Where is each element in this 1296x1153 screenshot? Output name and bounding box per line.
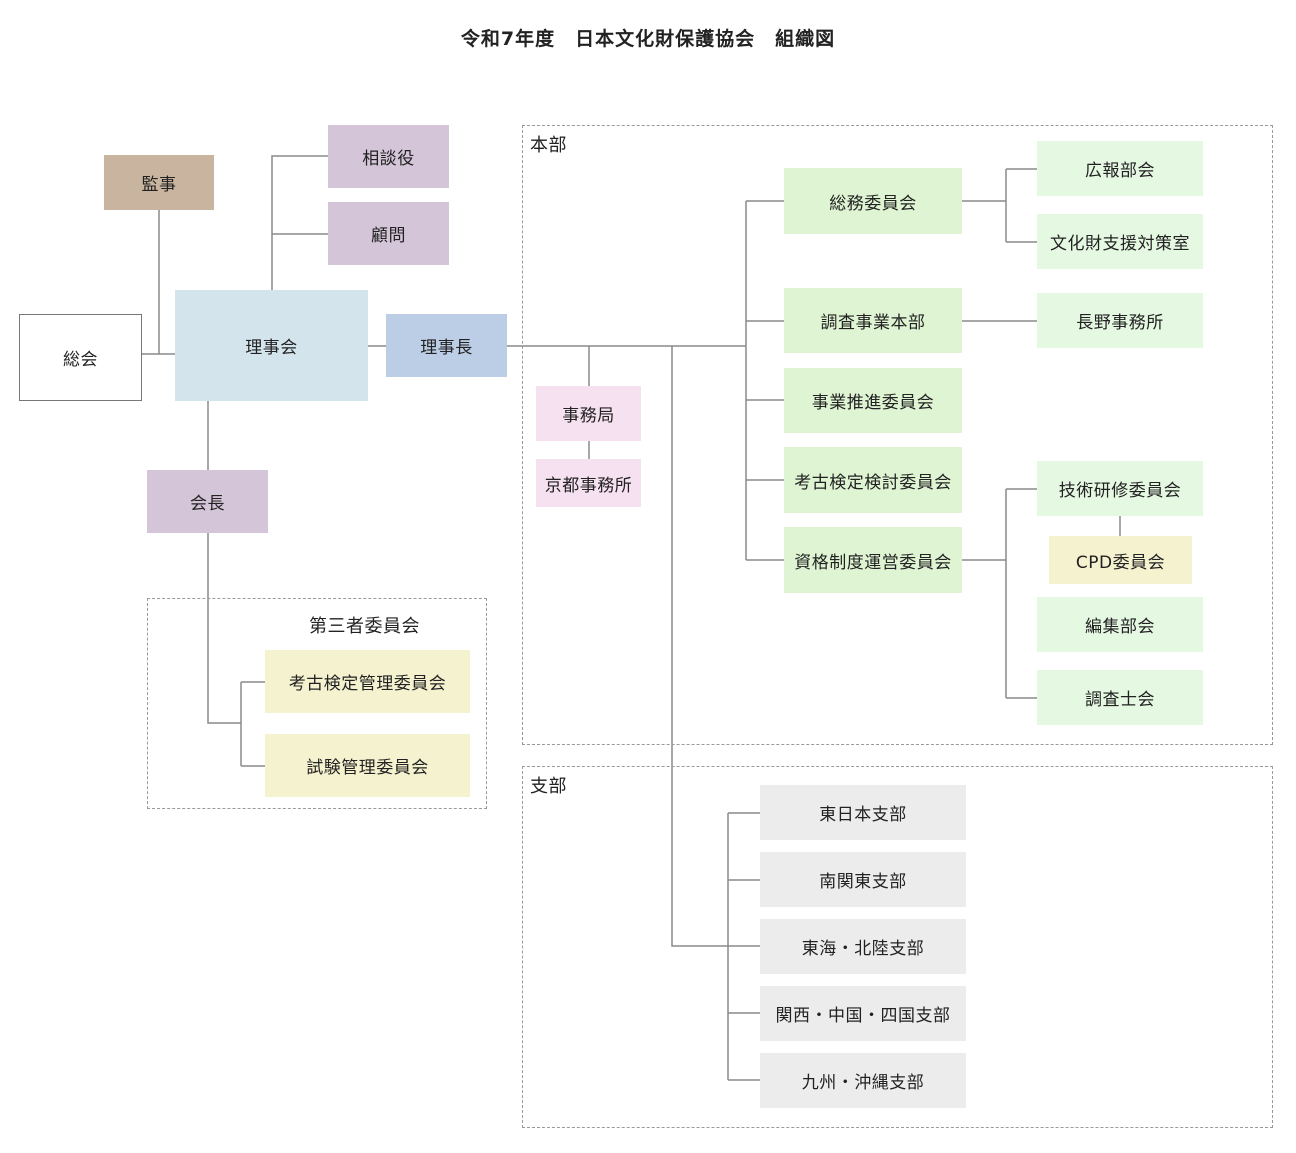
cpd-committee-box: CPD委員会: [1049, 536, 1192, 584]
page-title: 令和7年度 日本文化財保護協会 組織図: [460, 28, 836, 50]
third-party-committee: 試験管理委員会: [265, 734, 470, 797]
third-party-group: [147, 598, 487, 809]
shibu-label: 支部: [530, 776, 567, 797]
rijicho-box: 理事長: [386, 314, 507, 377]
chousa-sub-unit: 長野事務所: [1037, 293, 1203, 348]
honbu-committee: 総務委員会: [784, 168, 962, 234]
honbu-label: 本部: [530, 135, 567, 156]
third-party-committee: 考古検定管理委員会: [265, 650, 470, 713]
shikaku-sub-unit: 調査士会: [1037, 670, 1203, 725]
soudanyaku-box: 相談役: [328, 125, 449, 188]
connector-line: [207, 533, 241, 724]
soumu-sub-unit: 広報部会: [1037, 141, 1203, 196]
branch-box: 南関東支部: [760, 852, 966, 907]
kyoto-office-box: 京都事務所: [536, 459, 641, 507]
komon-box: 顧問: [328, 202, 449, 265]
branch-box: 東日本支部: [760, 785, 966, 840]
branch-box: 東海・北陸支部: [760, 919, 966, 974]
shibu-group: [522, 766, 1273, 1128]
kaicho-box: 会長: [147, 470, 268, 533]
honbu-group: [522, 125, 1273, 745]
jimukyoku-box: 事務局: [536, 386, 641, 441]
soukai-box: 総会: [19, 314, 142, 401]
connector-line: [271, 155, 328, 290]
honbu-committee: 事業推進委員会: [784, 368, 962, 433]
soumu-sub-unit: 文化財支援対策室: [1037, 214, 1203, 269]
honbu-committee: 資格制度運営委員会: [784, 527, 962, 593]
third-party-label: 第三者委員会: [309, 616, 420, 637]
connector-line: [671, 346, 760, 947]
branch-box: 九州・沖縄支部: [760, 1053, 966, 1108]
shikaku-sub-unit: 編集部会: [1037, 597, 1203, 652]
shikaku-sub-unit: 技術研修委員会: [1037, 461, 1203, 516]
honbu-committee: 調査事業本部: [784, 288, 962, 353]
kanji-box: 監事: [104, 155, 214, 210]
rijikai-box: 理事会: [175, 290, 368, 401]
branch-box: 関西・中国・四国支部: [760, 986, 966, 1041]
honbu-committee: 考古検定検討委員会: [784, 447, 962, 513]
